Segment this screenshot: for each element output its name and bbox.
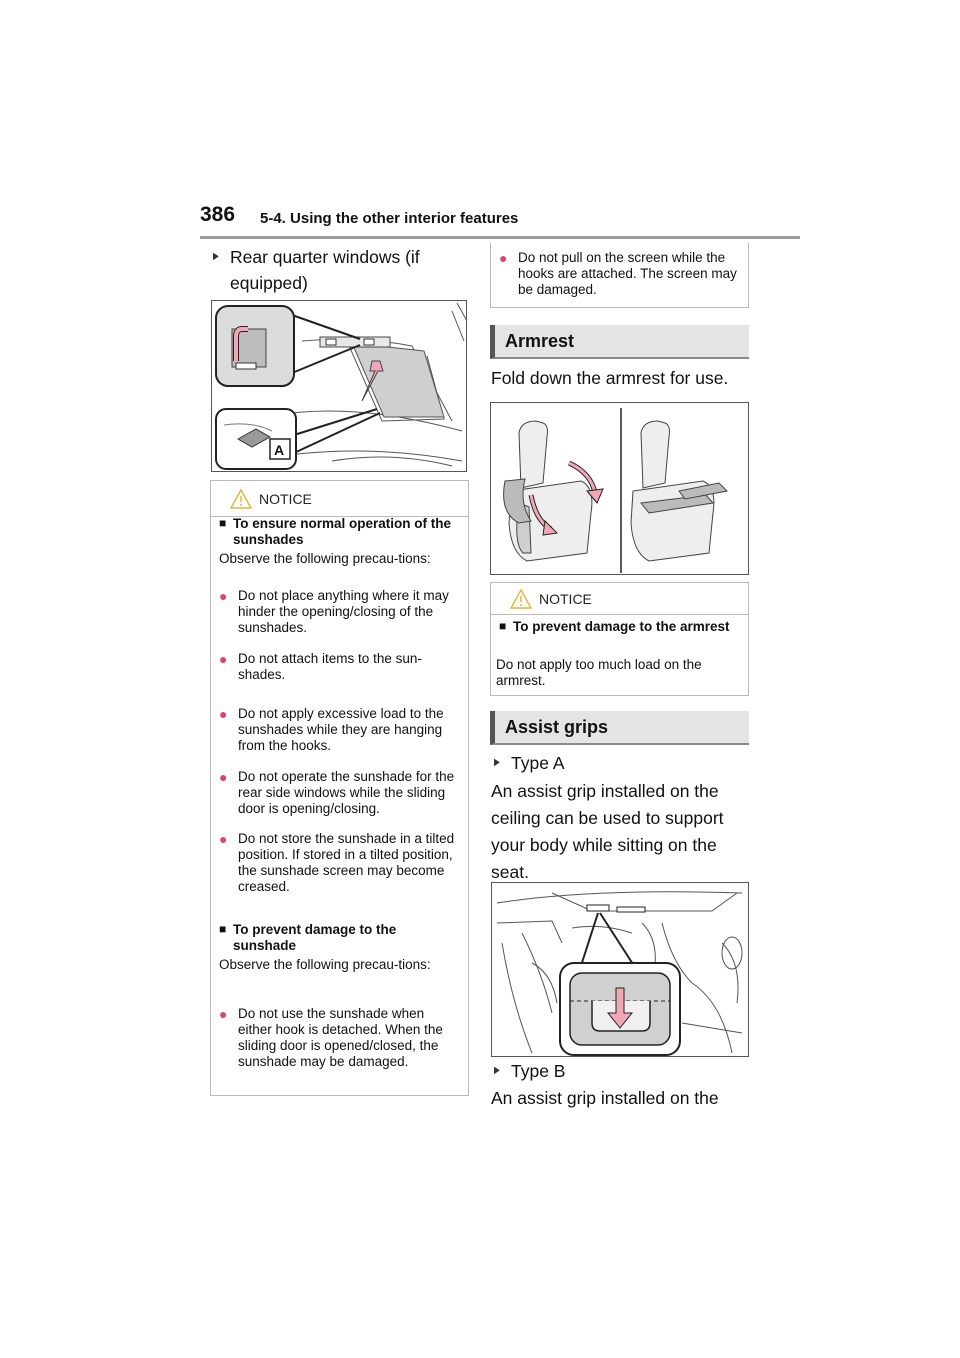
notice-bullet-2: Do not attach items to the sun-shades. [219,651,460,683]
armrest-heading-text: Armrest [505,331,575,351]
armrest-illustration [503,408,729,573]
armrest-figure [490,402,749,575]
notice-title-operation: To ensure normal operation of the sunsha… [219,515,460,548]
type-a-line-3: your body while sitting on the [491,835,717,855]
assist-grip-figure [491,882,749,1057]
page-header: 386 5-4. Using the other interior featur… [200,203,800,239]
assist-grips-heading: Assist grips [490,711,749,745]
notice-bullet-4: Do not operate the sunshade for the rear… [219,769,460,817]
section-title: 5-4. Using the other interior features [260,210,519,227]
type-b-item: Type B [491,1058,565,1084]
page-number: 386 [200,203,236,226]
rear-quarter-windows-item: Rear quarter windows (if equipped) [210,244,420,296]
armrest-notice-header: NOTICE [491,583,748,615]
notice-text-observe-2: Observe the following precau-tions: [219,957,431,972]
notice-bullet-6: Do not use the sunshade when either hook… [219,1006,460,1070]
warning-triangle-icon [510,589,532,609]
assist-grip-illustration [496,891,743,1056]
type-a-description: An assist grip installed on the ceiling … [491,778,724,886]
type-a-item: Type A [491,750,565,776]
armrest-notice-label: NOTICE [539,591,592,607]
notice-bullet-5: Do not store the sunshade in a tilted po… [219,831,460,895]
rear-quarter-window-illustration: A [215,302,466,470]
armrest-notice-text: Do not apply too much load on the armres… [496,657,702,688]
rear-quarter-line-1: Rear quarter windows (if [230,247,420,267]
rear-quarter-window-figure: A [211,300,467,472]
armrest-notice-box: NOTICE To prevent damage to the armrest … [490,582,749,696]
notice-bullet-screen: Do not pull on the screen while the hook… [499,250,740,298]
rear-quarter-line-2: equipped) [230,273,308,293]
notice-continued-box: Do not pull on the screen while the hook… [490,243,749,308]
sunshade-notice-box: NOTICE To ensure normal operation of the… [210,480,469,1096]
notice-bullet-3: Do not apply excessive load to the sunsh… [219,706,460,754]
armrest-heading: Armrest [490,325,749,359]
assist-grips-heading-text: Assist grips [505,717,609,737]
type-a-line-2: ceiling can be used to support [491,808,724,828]
notice-bullet-1: Do not place anything where it may hinde… [219,588,460,636]
notice-text-observe-1: Observe the following precau-tions: [219,551,431,566]
figure-label-a: A [274,442,284,458]
armrest-text: Fold down the armrest for use. [491,368,729,388]
type-a-line-1: An assist grip installed on the [491,781,719,801]
warning-triangle-icon [230,489,252,509]
notice-title-damage: To prevent damage to the sunshade [219,921,460,954]
type-a-line-4: seat. [491,862,529,882]
notice-header: NOTICE [211,481,468,517]
type-b-description: An assist grip installed on the [491,1088,719,1108]
notice-label: NOTICE [259,491,312,507]
armrest-notice-title: To prevent damage to the armrest [499,618,734,635]
